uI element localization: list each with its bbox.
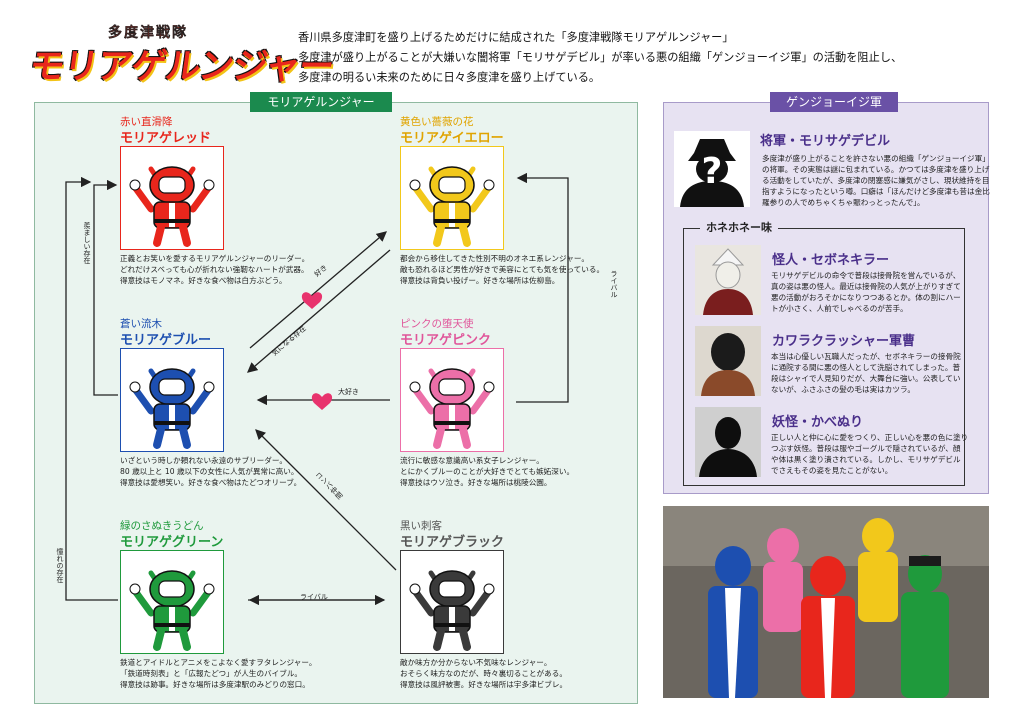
boss-silhouette: ? [674, 131, 750, 207]
ranger-illustration-blue [120, 348, 224, 452]
ranger-illustration-pink [400, 348, 504, 452]
group-photo [663, 506, 989, 698]
ranger-name: モリアゲイエロー [400, 131, 504, 146]
member-photo-kabenuri [695, 407, 761, 477]
member-photo-kawara [695, 326, 761, 396]
ranger-figure-pink [763, 528, 803, 632]
relation-envy: 羨ましい存在 [83, 222, 91, 264]
ranger-name: モリアゲブルー [120, 333, 212, 348]
ranger-figure-red [801, 556, 855, 698]
ranger-name: モリアゲブラック [400, 535, 505, 550]
ranger-illustration-black [400, 550, 504, 654]
ranger-figure-blue [708, 546, 758, 698]
intro-line: 多度津の明るい未来のために日々多度津を盛り上げている。 [298, 71, 601, 84]
relation-rival-yp: ライバル [610, 270, 618, 298]
arrow-like [249, 231, 387, 349]
relation-rival-gb: ライバル [300, 593, 328, 601]
arrow-annoy [255, 429, 397, 571]
logo-subtitle: 多度津戦隊 [108, 25, 188, 41]
ranger-subtitle: 蒼い流木 [120, 318, 162, 330]
ranger-name: モリアゲピンク [400, 333, 492, 348]
heroes-header: モリアゲルンジャー [250, 92, 392, 112]
arrow-concern [247, 249, 391, 373]
ranger-name: モリアゲグリーン [120, 535, 224, 550]
ranger-figure-yellow [858, 518, 898, 622]
ranger-subtitle: 赤い直滑降 [120, 116, 173, 128]
ranger-desc: 正義とお笑いを愛するモリアゲルンジャーのリーダー。どれだけスベっても心が折れない… [120, 254, 310, 285]
unknown-figure-icon: ? [680, 139, 744, 207]
ranger-subtitle: ピンクの堕天使 [400, 318, 474, 330]
ranger-desc: 敵か味方か分からない不気味なレンジャー。おそらく味方なのだが、時々裏切ることがあ… [400, 658, 568, 689]
ranger-subtitle: 黄色い薔薇の花 [400, 116, 474, 128]
villains-header: ゲンジョーイジ軍 [770, 92, 898, 112]
ranger-illustration-green [120, 550, 224, 654]
ranger-figure-green [901, 555, 949, 698]
ranger-subtitle: 黒い刺客 [400, 520, 442, 532]
arrow-envy [93, 179, 118, 396]
member-name: 妖怪・かべぬり [772, 415, 864, 430]
member-name: カワラクラッシャー軍曹 [772, 334, 916, 349]
ranger-desc: 流行に敏感な意識高い系女子レンジャー。とにかくブルーのことが大好きでとても嫉妬深… [400, 456, 575, 487]
ranger-subtitle: 緑のさぬきうどん [120, 520, 204, 532]
ranger-name: モリアゲレッド [120, 131, 212, 146]
boss-desc: 多度津が盛り上がることを許さない悪の組織「ゲンジョーイジ軍」 の将軍。その実態は… [762, 154, 990, 207]
ranger-desc: いざという時しか頼れない永遠のサブリーダー。80 歳以上と 10 歳以下の女性に… [120, 456, 302, 487]
sub-group-label: ホネホネー味 [700, 219, 778, 235]
intro-text: 香川県多度津町を盛り上げるためだけに結成された「多度津戦隊モリアゲルンジャー」 … [298, 28, 902, 88]
boss-name: 将軍・モリサゲデビル [760, 134, 891, 149]
arrow-rival-yp [516, 172, 569, 403]
heart-icon [311, 393, 333, 410]
intro-line: 多度津が盛り上がることが大嫌いな闇将軍「モリサゲデビル」が率いる悪の組織「ゲンジ… [298, 51, 903, 64]
svg-text:?: ? [702, 151, 723, 192]
relation-love: 大好き [338, 388, 359, 396]
member-name: 怪人・セボネキラー [772, 253, 890, 268]
ranger-desc: 都会から移住してきた性別不明のオネエ系レンジャー。敵も恐れるほど男性が好きで美容… [400, 254, 605, 285]
relation-admire: 憧れの存在 [56, 548, 64, 583]
ranger-illustration-red [120, 146, 224, 250]
arrow-admire [65, 176, 118, 601]
ranger-illustration-yellow [400, 146, 504, 250]
member-desc: 正しい人と仲に心に愛をつくり、正しい心を悪の色に塗りつぶす妖怪。普段は服やゴーグ… [771, 433, 969, 475]
member-desc: モリサゲデビルの命令で普段は接骨院を営んでいるが、真の姿は悪の怪人。最近は接骨院… [771, 271, 961, 313]
sub-group-frame [683, 228, 965, 486]
member-desc: 本当は心優しい瓦職人だったが、セボネキラーの接骨院に通院する間に悪の怪人として洗… [771, 352, 961, 394]
member-photo-sebone [695, 245, 761, 315]
intro-line: 香川県多度津町を盛り上げるためだけに結成された「多度津戦隊モリアゲルンジャー」 [298, 31, 734, 44]
heart-icon [301, 292, 323, 309]
ranger-desc: 鉄道とアイドルとアニメをこよなく愛すヲタレンジャー。「鉄道時刻表」と「広報たどつ… [120, 658, 317, 689]
